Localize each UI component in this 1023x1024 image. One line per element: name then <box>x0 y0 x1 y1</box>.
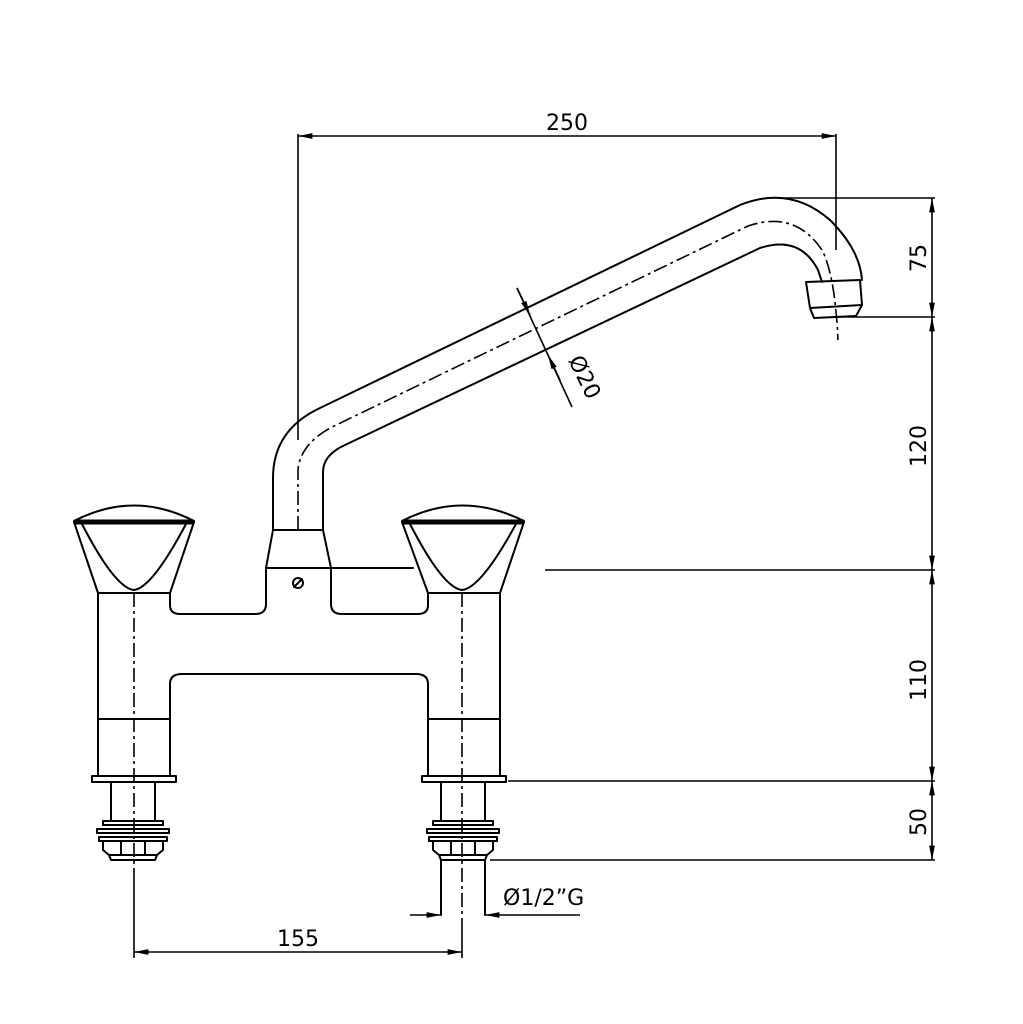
dim-label-155: 155 <box>277 927 319 952</box>
dim-label-75: 75 <box>907 244 932 272</box>
left-shank <box>96 781 170 861</box>
dim-label-50: 50 <box>907 808 932 836</box>
dim-label-thread: Ø1/2”G <box>503 886 584 911</box>
right-shank <box>426 781 500 916</box>
right-handle <box>401 504 525 594</box>
dim-label-120: 120 <box>907 425 932 467</box>
dimension-thread: Ø1/2”G <box>410 886 584 918</box>
set-screw-icon <box>292 577 304 589</box>
dimension-center-distance: 155 <box>134 927 462 955</box>
dimension-vertical-chain: 75 120 110 50 <box>490 197 935 861</box>
spout <box>265 196 863 569</box>
aerator <box>805 279 863 319</box>
dim-label-20: Ø20 <box>563 352 605 404</box>
dim-label-250: 250 <box>546 111 588 136</box>
dim-label-110: 110 <box>907 659 932 701</box>
left-handle <box>73 504 195 594</box>
faucet-body <box>91 567 507 783</box>
dimension-spout-reach: 250 <box>297 111 837 440</box>
